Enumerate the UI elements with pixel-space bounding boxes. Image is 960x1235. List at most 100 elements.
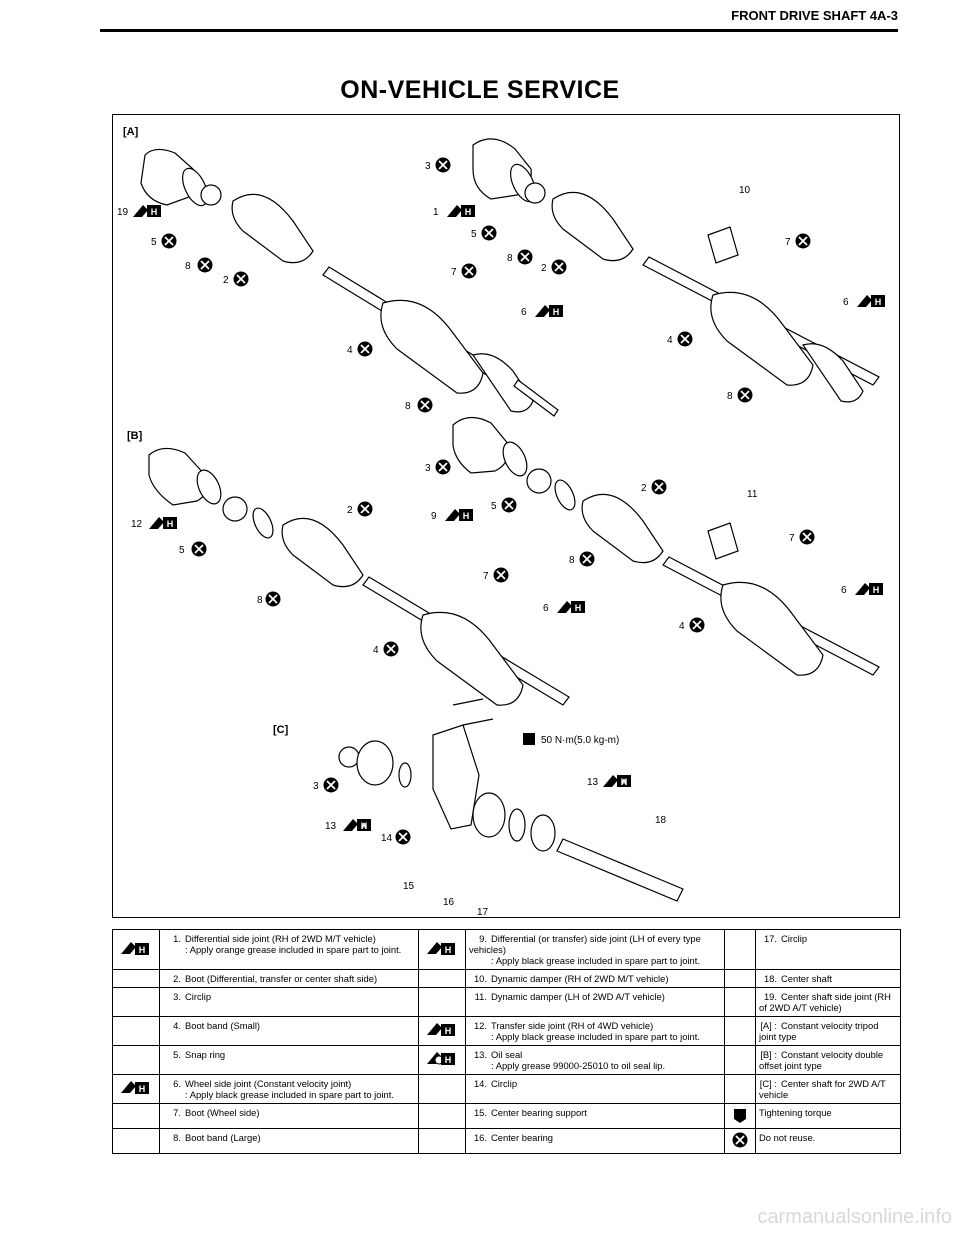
svg-text:4: 4: [373, 645, 379, 656]
legend-item: Tightening torque: [755, 1103, 901, 1129]
legend-item: 10. Dynamic damper (RH of 2WD M/T vehicle…: [465, 969, 725, 988]
section-label-a: [A]: [123, 126, 139, 138]
svg-text:8: 8: [507, 253, 513, 264]
svg-text:8: 8: [405, 401, 411, 412]
legend-item-text: Constant velocity double offset joint ty…: [759, 1049, 884, 1071]
svg-text:8: 8: [257, 595, 263, 606]
svg-text:50 N·m(5.0 kg-m): 50 N·m(5.0 kg-m): [541, 735, 619, 746]
legend-item-number: 8.: [173, 1132, 181, 1143]
legend-item-number: 14.: [473, 1078, 487, 1089]
svg-text:4: 4: [679, 621, 685, 632]
legend-row: 4.Boot band (Small) H 12. Transfer side joi…: [112, 1016, 901, 1046]
legend-item-text: Transfer side joint (RH of 4WD vehicle): [491, 1020, 654, 1031]
legend-item: [B] :Constant velocity double offset joi…: [755, 1045, 901, 1075]
legend-item-text: Circlip: [491, 1078, 518, 1089]
legend-item-number: 10.: [473, 973, 487, 984]
svg-text:7: 7: [451, 267, 457, 278]
legend-item: Do not reuse.: [755, 1128, 901, 1154]
legend-item-number: 7.: [173, 1107, 181, 1118]
header-title: FRONT DRIVE SHAFT 4A-3: [731, 8, 898, 23]
svg-text:8: 8: [727, 391, 733, 402]
shaft-assembly-b-right: [452, 416, 880, 676]
legend-item-text: Snap ring: [185, 1049, 226, 1060]
svg-text:10: 10: [739, 185, 751, 196]
legend-item-text: Boot (Wheel side): [185, 1107, 260, 1118]
grease-a-marks: A A: [343, 775, 631, 831]
legend-item-number: [B] :: [760, 1049, 777, 1060]
legend-icon-cell: H: [418, 1016, 466, 1046]
svg-text:16: 16: [443, 897, 455, 908]
legend-icon-cell: [112, 987, 160, 1017]
legend-item-number: [A] :: [760, 1020, 777, 1031]
torque-spec: 50 N·m(5.0 kg-m): [523, 733, 619, 746]
svg-text:15: 15: [403, 881, 415, 892]
legend-icon-cell: [418, 969, 466, 988]
legend-icon-cell: [724, 987, 756, 1017]
legend-item-text: Wheel side joint (Constant velocity join…: [185, 1078, 352, 1089]
legend-item: 8.Boot band (Large): [159, 1128, 419, 1154]
legend-icon-cell: H: [112, 929, 160, 970]
legend-item-text: Center bearing: [491, 1132, 554, 1143]
legend-item: 15. Center bearing support: [465, 1103, 725, 1129]
legend-item-number: 15.: [473, 1107, 487, 1118]
legend-item: 2.Boot (Differential, transfer or center…: [159, 969, 419, 988]
svg-text:6: 6: [843, 297, 849, 308]
svg-text:H: H: [139, 945, 146, 955]
legend-item-note: : Apply orange grease included in spare …: [185, 944, 402, 955]
svg-text:5: 5: [471, 229, 477, 240]
header-rule: [100, 29, 898, 32]
legend-icon-cell: [724, 1103, 756, 1129]
legend-item-note: : Apply black grease included in spare p…: [185, 1089, 394, 1100]
svg-text:8: 8: [185, 261, 191, 272]
legend-row: 2.Boot (Differential, transfer or center…: [112, 969, 901, 988]
svg-text:14: 14: [381, 833, 393, 844]
grease-icon: H: [427, 1023, 455, 1036]
svg-text:A: A: [361, 822, 367, 831]
legend-icon-cell: [724, 1074, 756, 1104]
grease-icon: H: [121, 941, 149, 955]
legend-icon-cell: [418, 1128, 466, 1154]
legend-item-number: 12.: [473, 1020, 487, 1031]
grease-icon: H: [121, 1081, 149, 1094]
legend-icon-cell: [724, 1128, 756, 1154]
svg-text:3: 3: [425, 161, 431, 172]
svg-text:11: 11: [747, 489, 758, 500]
section-label-c: [C]: [273, 724, 289, 736]
legend-item-text: Center bearing support: [491, 1107, 587, 1118]
shaft-assembly-b-left: [148, 447, 570, 706]
svg-text:3: 3: [313, 781, 319, 792]
legend-item-text: Dynamic damper (LH of 2WD A/T vehicle): [491, 991, 665, 1002]
legend-item-note: : Apply black grease included in spare p…: [491, 1031, 700, 1042]
svg-text:A: A: [621, 778, 627, 787]
legend-item: 12. Transfer side joint (RH of 4WD vehicl…: [465, 1016, 725, 1046]
legend-item: 4.Boot band (Small): [159, 1016, 419, 1046]
grease-icon: H: [427, 941, 455, 955]
svg-text:13: 13: [587, 777, 599, 788]
legend-icon-cell: [724, 969, 756, 988]
legend-item: 6.Wheel side joint (Constant velocity jo…: [159, 1074, 419, 1104]
svg-text:5: 5: [491, 501, 497, 512]
legend-item-number: 1.: [173, 933, 181, 944]
legend-icon-cell: H: [418, 929, 466, 970]
legend-item-text: Tightening torque: [759, 1107, 832, 1118]
legend-item-text: Circlip: [185, 991, 212, 1002]
legend-item: 17.Circlip: [755, 929, 901, 970]
grease-a-icon: H: [427, 1052, 455, 1065]
legend-item-number: 18.: [763, 973, 777, 984]
svg-text:6: 6: [841, 585, 847, 596]
legend-item-number: 9.: [479, 933, 487, 944]
legend-item-note: : Apply black grease included in spare p…: [491, 955, 700, 966]
svg-text:6: 6: [543, 603, 549, 614]
svg-text:2: 2: [223, 275, 229, 286]
legend-item-number: 3.: [173, 991, 181, 1002]
shaft-assembly-a-left: [140, 148, 559, 417]
svg-text:19: 19: [117, 207, 129, 218]
legend-icon-cell: [724, 1016, 756, 1046]
legend-item: 13.Oil seal: Apply grease 99000-25010 to…: [465, 1045, 725, 1075]
legend-item-text: Dynamic damper (RH of 2WD M/T vehicle): [491, 973, 669, 984]
